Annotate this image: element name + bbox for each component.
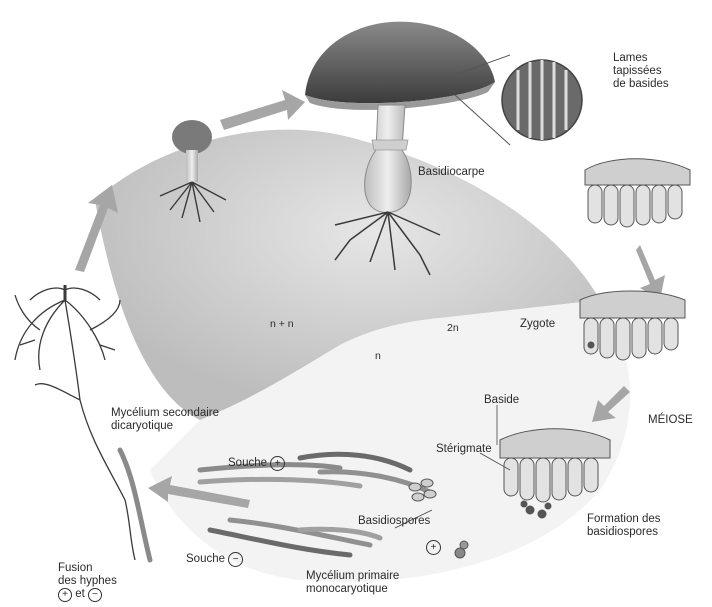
secondary-mycelium-line-2: dicaryotique [111, 420, 219, 433]
secondary-mycelium-line-1: Mycélium secondaire [111, 407, 219, 420]
zygote-label: Zygote [520, 318, 555, 331]
plus-sign-icon: + [58, 588, 72, 602]
basidia-cluster-top [585, 159, 690, 227]
spore-signs: + [426, 540, 441, 555]
primary-mycelium-label: Mycélium primaire monocaryotique [306, 570, 399, 596]
hyphae-fusion-line-2: des hyphes [58, 575, 117, 588]
spore-formation-label: Formation des basidiospores [587, 513, 661, 539]
basidia-cluster-zygote [580, 291, 685, 360]
basidiocarp-label: Basidiocarpe [418, 166, 484, 179]
meiosis-label: MÉIOSE [648, 414, 693, 427]
fusion-and-text: et [75, 588, 85, 600]
secondary-mycelium-label: Mycélium secondaire dicaryotique [111, 407, 219, 433]
lamellae-label-line-1: Lames [613, 52, 669, 65]
lamellae-label-line-2: tapissées [613, 65, 669, 78]
minus-sign-icon: − [228, 552, 243, 567]
lamellae-label-line-3: de basides [613, 78, 669, 91]
hyphae-fusion-line-1: Fusion [58, 562, 117, 575]
hyphae-fusion-label: Fusion des hyphes + et − [58, 562, 117, 602]
primary-mycelium-line-1: Mycélium primaire [306, 570, 399, 583]
basidiospores-label: Basidiospores [358, 515, 430, 528]
plus-sign-icon: + [426, 540, 441, 555]
lamellae-label: Lames tapissées de basides [613, 52, 669, 91]
strain-plus-label: Souche + [228, 456, 285, 471]
ploidy-haploid-label: n [375, 350, 381, 363]
fusion-signs: + et − [58, 588, 117, 602]
spore-formation-line-1: Formation des [587, 513, 661, 526]
sterigmate-label: Stérigmate [436, 443, 492, 456]
spore-formation-line-2: basidiospores [587, 526, 661, 539]
ploidy-diploid-label: 2n [447, 322, 459, 335]
primary-mycelium-line-2: monocaryotique [306, 583, 399, 596]
baside-label: Baside [484, 394, 519, 407]
strain-minus-text: Souche [186, 553, 225, 565]
ploidy-dikaryon-label: n + n [270, 318, 294, 331]
plus-sign-icon: + [270, 456, 285, 471]
strain-plus-text: Souche [228, 457, 267, 469]
minus-sign-icon: − [88, 588, 102, 602]
strain-minus-label: Souche − [186, 552, 243, 567]
